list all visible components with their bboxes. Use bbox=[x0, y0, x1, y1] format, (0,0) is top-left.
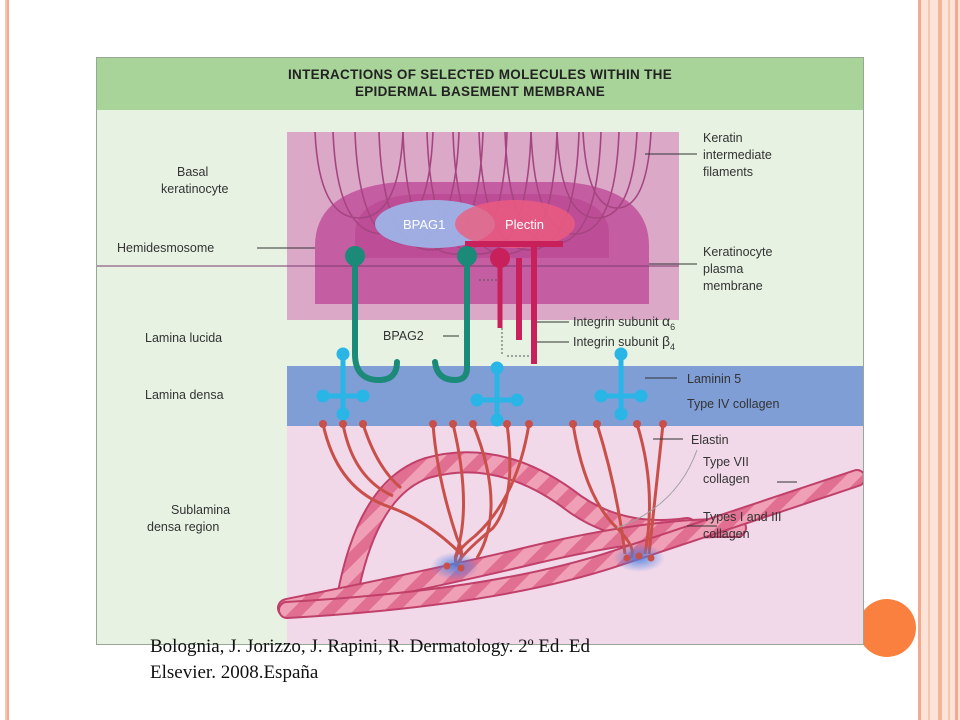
label-keratin-3: filaments bbox=[703, 165, 753, 179]
bpag2-right-head bbox=[457, 246, 477, 266]
figure-title-line-1: INTERACTIONS OF SELECTED MOLECULES WITHI… bbox=[288, 67, 672, 82]
label-type7-2: collagen bbox=[703, 472, 750, 486]
label-types13-1: Types I and III bbox=[703, 510, 782, 524]
label-integrin-b4: Integrin subunit β4 bbox=[573, 333, 675, 352]
slide-left-border-inner bbox=[5, 0, 7, 720]
slide-right-border bbox=[918, 0, 960, 720]
citation-caption: Bolognia, J. Jorizzo, J. Rapini, R. Derm… bbox=[150, 634, 850, 686]
label-type7-1: Type VII bbox=[703, 455, 749, 469]
type7-collagen-ends bbox=[319, 420, 667, 428]
figure-title: INTERACTIONS OF SELECTED MOLECULES WITHI… bbox=[97, 66, 863, 100]
citation-line-2: Elsevier. 2008.España bbox=[150, 662, 319, 683]
figure-header bbox=[97, 58, 863, 110]
collagen-fiber-3 bbox=[280, 471, 863, 617]
label-sublamina-2: densa region bbox=[147, 520, 219, 534]
label-hemidesmosome: Hemidesmosome bbox=[117, 241, 214, 255]
slide-left-border bbox=[0, 0, 9, 720]
label-lamina-densa: Lamina densa bbox=[145, 388, 224, 402]
label-integrin-a6: Integrin subunit α6 bbox=[573, 313, 675, 332]
label-keratin-1: Keratin bbox=[703, 131, 743, 145]
label-plasma-1: Keratinocyte bbox=[703, 245, 773, 259]
integrin-alpha6-head bbox=[490, 248, 510, 268]
bpag2-left bbox=[352, 259, 400, 384]
elastin-fibers bbox=[616, 449, 698, 529]
basement-membrane-figure: INTERACTIONS OF SELECTED MOLECULES WITHI… bbox=[96, 57, 864, 645]
label-laminin5: Laminin 5 bbox=[687, 372, 741, 386]
label-types13-2: collagen bbox=[703, 527, 750, 541]
laminin5-crosses bbox=[316, 347, 648, 427]
anchoring-plaque-1 bbox=[431, 552, 479, 580]
bpag1-label: BPAG1 bbox=[403, 217, 445, 232]
label-plasma-2: plasma bbox=[703, 262, 743, 276]
figure-title-line-2: EPIDERMAL BASEMENT MEMBRANE bbox=[354, 84, 606, 99]
diagram-svg: BPAG1 Plectin BPAG2 bbox=[97, 131, 863, 644]
bpag2-left-head bbox=[345, 246, 365, 266]
citation-line-1: Bolognia, J. Jorizzo, J. Rapini, R. Derm… bbox=[150, 636, 591, 657]
accent-circle bbox=[858, 599, 916, 657]
lamina-densa-band bbox=[287, 366, 863, 426]
integrin-beta4 bbox=[465, 241, 563, 364]
label-basal: Basal bbox=[177, 165, 208, 179]
label-lamina-lucida: Lamina lucida bbox=[145, 331, 222, 345]
bpag2-right bbox=[432, 259, 470, 384]
label-elastin: Elastin bbox=[691, 433, 729, 447]
right-leader-lines bbox=[537, 153, 797, 527]
collagen-fiber-1 bbox=[338, 453, 696, 607]
label-keratinocyte: keratinocyte bbox=[161, 182, 228, 196]
plectin-label: Plectin bbox=[505, 217, 544, 232]
label-plasma-3: membrane bbox=[703, 279, 763, 293]
integrin-linker-dots bbox=[479, 279, 531, 357]
anchoring-plaque-dots bbox=[443, 552, 655, 572]
label-keratin-2: intermediate bbox=[703, 148, 772, 162]
plectin-shape bbox=[455, 200, 575, 248]
label-sublamina-1: Sublamina bbox=[171, 503, 230, 517]
bpag2-label: BPAG2 bbox=[383, 329, 424, 343]
label-type4: Type IV collagen bbox=[687, 397, 779, 411]
